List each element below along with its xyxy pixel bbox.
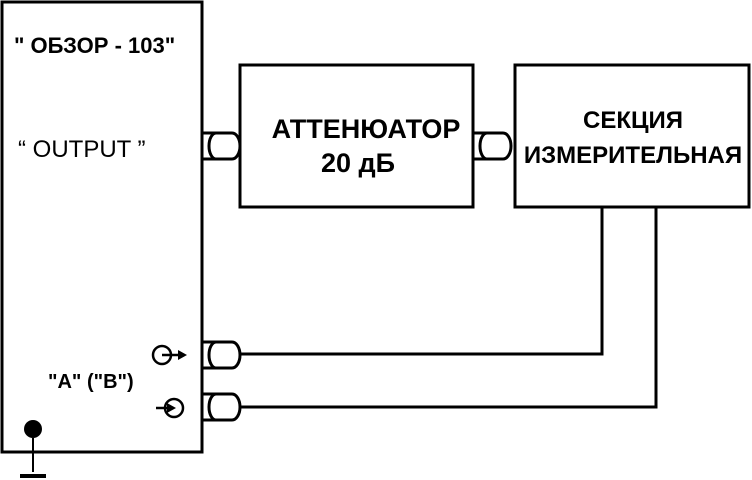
port-a-connector [200, 340, 242, 370]
ports-label: "A" ("B") [48, 371, 134, 393]
signal-out-icon [151, 344, 187, 366]
cable-port-a [240, 207, 604, 356]
measurement-line1: СЕКЦИЯ [583, 107, 683, 134]
device-title: " ОБЗОР - 103" [14, 33, 175, 58]
attenuator-line1: АТТЕНЮАТОР [272, 114, 461, 144]
cable-port-b [240, 207, 658, 409]
ground-icon [20, 420, 46, 478]
port-b-connector [200, 392, 242, 422]
measurement-section-block [513, 63, 751, 209]
measurement-line2: ИЗМЕРИТЕЛЬНАЯ [524, 142, 742, 169]
output-label: “ OUTPUT ” [18, 136, 146, 163]
attenuator-line2: 20 дБ [321, 148, 395, 178]
signal-in-icon [156, 397, 185, 419]
output-connector [200, 131, 242, 161]
attenuator-output-connector [471, 131, 513, 161]
device-block [0, 0, 204, 454]
